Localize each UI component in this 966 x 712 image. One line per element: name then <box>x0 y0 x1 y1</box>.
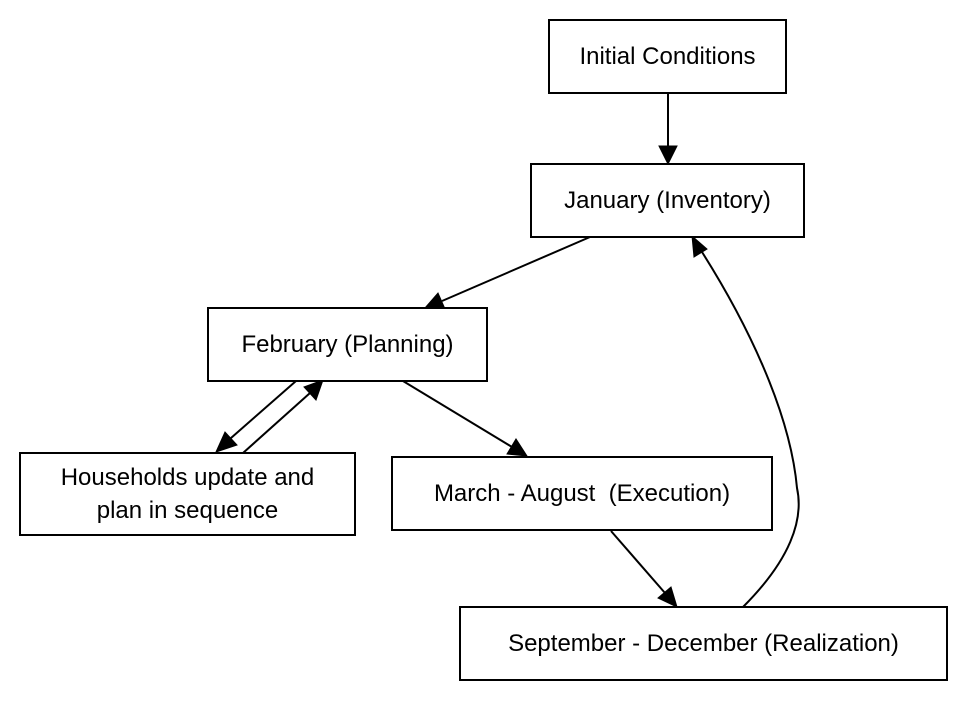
arrowhead-icon <box>423 292 446 310</box>
arrowhead-icon <box>506 438 528 457</box>
arrowhead-icon <box>658 145 678 166</box>
node-january: January (Inventory) <box>530 163 805 238</box>
edge-september-to-january <box>691 234 800 608</box>
arrowhead-icon <box>657 586 678 608</box>
arrowhead-icon <box>303 379 324 401</box>
node-label: March - August (Execution) <box>434 480 730 507</box>
edge-february-to-households <box>215 380 297 453</box>
node-label: September - December (Realization) <box>508 630 899 657</box>
node-label-line2: plan in sequence <box>97 497 278 524</box>
edge-initial-to-january <box>658 93 678 166</box>
node-label: February (Planning) <box>241 331 453 358</box>
arrowhead-icon <box>215 431 238 453</box>
arrowhead-icon <box>691 234 708 258</box>
node-february: February (Planning) <box>207 307 488 382</box>
edge-january-to-february <box>423 236 591 310</box>
edge-households-to-february <box>242 379 324 454</box>
node-households: Households update and plan in sequence <box>19 452 356 536</box>
node-label-line1: Households update and <box>61 464 315 491</box>
node-label: Initial Conditions <box>579 43 755 70</box>
node-march-august: March - August (Execution) <box>391 456 773 531</box>
node-label: January (Inventory) <box>564 187 771 214</box>
node-initial-conditions: Initial Conditions <box>548 19 787 94</box>
edge-february-to-march <box>402 380 528 457</box>
node-september-december: September - December (Realization) <box>459 606 948 681</box>
edge-march-to-september <box>610 530 678 608</box>
